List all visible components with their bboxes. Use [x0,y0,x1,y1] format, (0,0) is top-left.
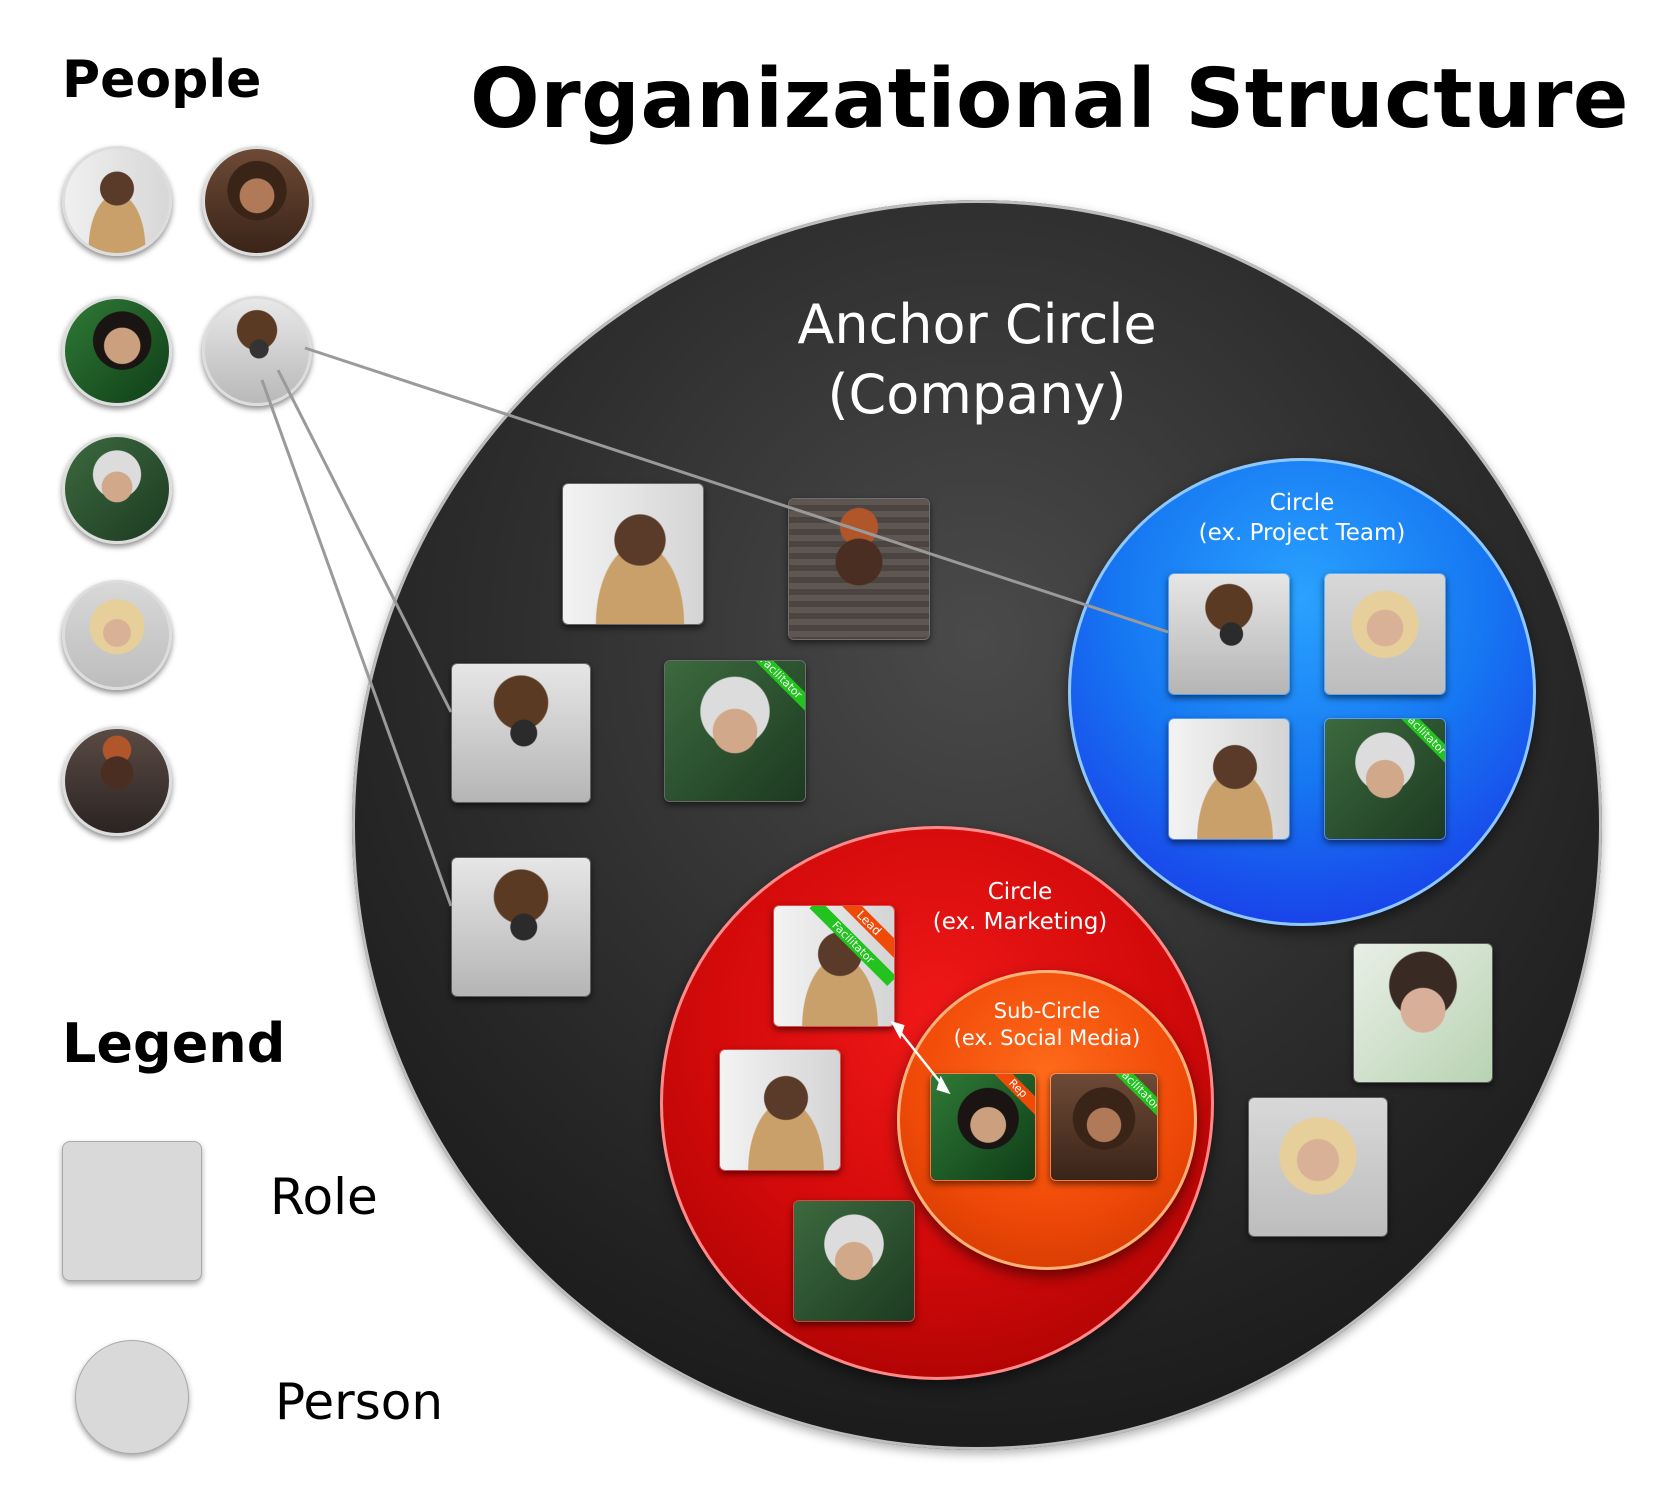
page-title: Organizational Structure [470,52,1630,147]
role-photo [1249,1098,1387,1236]
person-avatar-2[interactable] [202,146,312,256]
facilitator-ribbon: Facilitator [741,661,805,718]
role-card[interactable] [719,1049,841,1171]
marketing-title: Circle [987,879,1053,905]
role-card[interactable] [451,857,591,997]
role-card[interactable] [562,483,704,625]
role-photo: Lead Facilitator [774,906,894,1026]
role-photo [452,858,590,996]
legend-person-label: Person [275,1373,444,1431]
marketing-label: Circle (ex. Marketing) [870,877,1170,937]
role-card[interactable]: Facilitator [664,660,806,802]
person-avatar-3[interactable] [62,296,172,406]
role-card[interactable] [1248,1097,1388,1237]
role-photo [720,1050,840,1170]
social-media-title: Sub-Circle [993,999,1101,1023]
role-photo [1169,719,1289,839]
role-photo [794,1201,914,1321]
person-avatar-5[interactable] [62,434,172,544]
role-card[interactable]: Rep [930,1073,1036,1181]
role-card[interactable] [451,663,591,803]
role-card[interactable] [1168,718,1290,840]
role-photo: Facilitator [665,661,805,801]
social-media-label: Sub-Circle (ex. Social Media) [897,998,1197,1052]
role-card[interactable]: Lead Facilitator [773,905,895,1027]
anchor-circle-label: Anchor Circle (Company) [352,290,1602,430]
role-photo: Facilitator [1325,719,1445,839]
project-team-subtitle: (ex. Project Team) [1198,520,1406,546]
role-photo: Facilitator [1051,1074,1157,1180]
legend-heading: Legend [62,1012,286,1075]
role-photo [563,484,703,624]
anchor-circle-title: Anchor Circle [797,293,1157,356]
role-photo [1169,574,1289,694]
role-card[interactable]: Facilitator [1324,718,1446,840]
role-card[interactable]: Facilitator [1050,1073,1158,1181]
facilitator-ribbon: Facilitator [1386,719,1445,773]
legend-person-swatch [75,1340,189,1454]
role-card[interactable] [1353,943,1493,1083]
role-card[interactable] [1324,573,1446,695]
role-card[interactable] [1168,573,1290,695]
anchor-circle-subtitle: (Company) [827,363,1127,426]
person-avatar-7[interactable] [62,726,172,836]
role-card[interactable] [788,498,930,640]
project-team-label: Circle (ex. Project Team) [1068,488,1536,548]
role-photo [789,499,929,639]
people-heading: People [62,50,262,110]
social-media-subtitle: (ex. Social Media) [953,1026,1141,1050]
role-photo [452,664,590,802]
legend-role-swatch [62,1141,202,1281]
facilitator-ribbon: Facilitator [1100,1074,1157,1128]
legend-role-label: Role [270,1168,378,1226]
role-card[interactable] [793,1200,915,1322]
marketing-subtitle: (ex. Marketing) [932,909,1108,935]
role-photo [1354,944,1492,1082]
rep-ribbon: Rep [981,1074,1035,1125]
person-avatar-1[interactable] [62,146,172,256]
person-avatar-6[interactable] [62,580,172,690]
role-photo: Rep [931,1074,1035,1180]
person-avatar-4[interactable] [202,296,312,406]
project-team-title: Circle [1269,490,1335,516]
role-photo [1325,574,1445,694]
